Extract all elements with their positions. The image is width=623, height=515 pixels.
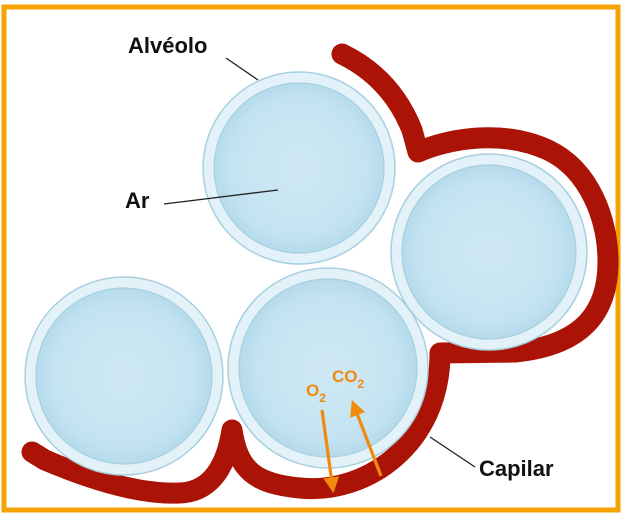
alveolus-right [391, 154, 587, 350]
alveolus-bottom-center [228, 268, 428, 468]
air-label: Ar [125, 188, 150, 213]
capillary-label: Capilar [479, 456, 554, 481]
alveolus-label: Alvéolo [128, 33, 207, 58]
alveolus-left [25, 277, 223, 475]
alveolus-top [203, 72, 395, 264]
